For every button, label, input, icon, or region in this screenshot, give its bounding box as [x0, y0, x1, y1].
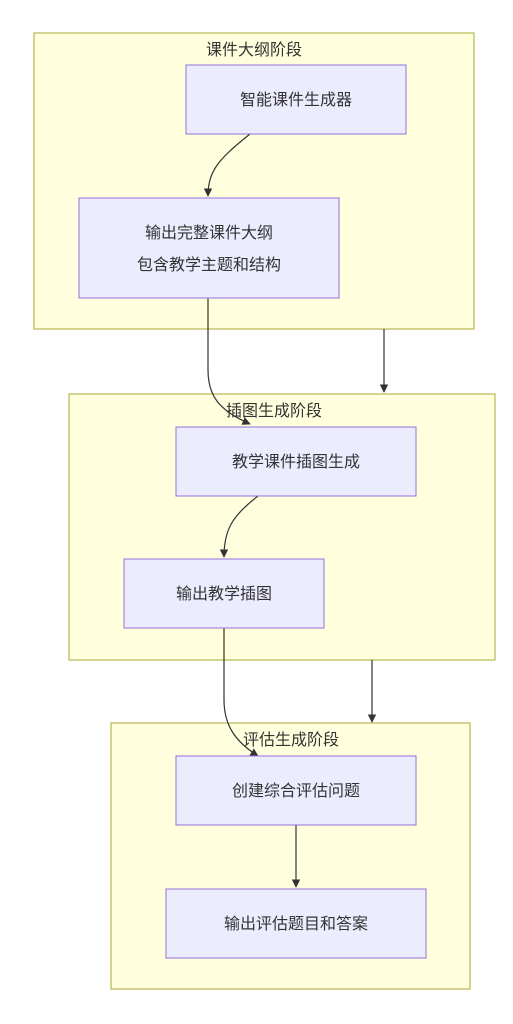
- edge-generator-to-outline: [203, 133, 251, 197]
- edge-outline-to-illustration-gen: [207, 298, 251, 425]
- node-gen-illustration[interactable]: 教学课件插图生成: [175, 426, 417, 497]
- node-generator-label: 智能课件生成器: [240, 90, 352, 109]
- node-output-illustration-label: 输出教学插图: [176, 584, 272, 603]
- node-gen-illustration-box[interactable]: [175, 426, 417, 497]
- group-outline-title: 课件大纲阶段: [206, 40, 302, 59]
- node-output-qa-label: 输出评估题目和答案: [224, 914, 368, 933]
- node-generator[interactable]: 智能课件生成器: [185, 64, 407, 135]
- group-illustration-title: 插图生成阶段: [226, 401, 322, 420]
- node-gen-illustration-label: 教学课件插图生成: [232, 452, 360, 471]
- node-output-outline-line1: 输出完整课件大纲: [145, 223, 273, 242]
- node-output-outline-box[interactable]: [78, 197, 340, 299]
- node-create-questions-label: 创建综合评估问题: [232, 781, 360, 800]
- node-create-questions[interactable]: 创建综合评估问题: [175, 755, 417, 826]
- node-generator-box[interactable]: [185, 64, 407, 135]
- node-output-illustration[interactable]: 输出教学插图: [123, 558, 325, 629]
- node-output-qa[interactable]: 输出评估题目和答案: [165, 888, 427, 959]
- node-output-illustration-box[interactable]: [123, 558, 325, 629]
- node-output-outline[interactable]: 输出完整课件大纲 包含教学主题和结构: [78, 197, 340, 299]
- edge-illustration-gen-to-output: [219, 495, 259, 558]
- node-output-qa-box[interactable]: [165, 888, 427, 959]
- node-create-questions-box[interactable]: [175, 755, 417, 826]
- edge-output-illustration-to-questions: [223, 628, 259, 757]
- node-output-outline-line2: 包含教学主题和结构: [137, 255, 281, 274]
- group-assessment-title: 评估生成阶段: [243, 730, 339, 749]
